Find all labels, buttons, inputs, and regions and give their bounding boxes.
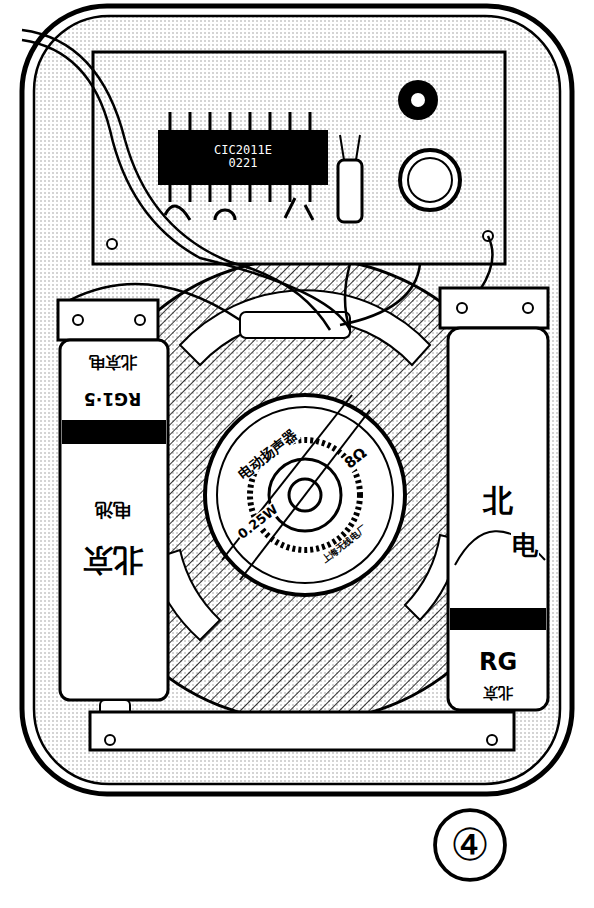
circuit-board (93, 52, 505, 264)
battery-type: RG1·5 (83, 389, 142, 408)
wires (22, 30, 493, 330)
battery-text: 电 (511, 531, 539, 560)
left-battery (58, 300, 168, 718)
battery-brand: 北京 (482, 684, 514, 701)
chip-marking: 0221 (229, 157, 258, 170)
housing (22, 6, 572, 794)
chip-marking: CIC2011E (214, 144, 272, 157)
callout-text: ④ (450, 821, 489, 869)
battery-brand: 北 (482, 484, 514, 517)
battery-type: RG (478, 649, 518, 675)
battery-brand: 北京 (82, 544, 144, 577)
housing-inner (34, 16, 560, 784)
battery-text: 电池 (94, 500, 132, 520)
battery-brand: 北京电 (88, 353, 138, 371)
callout-number: ④ (432, 807, 508, 883)
bottom-bar (90, 712, 514, 750)
right-battery (440, 288, 548, 710)
chip-label: CIC2011E0221 (168, 133, 318, 181)
